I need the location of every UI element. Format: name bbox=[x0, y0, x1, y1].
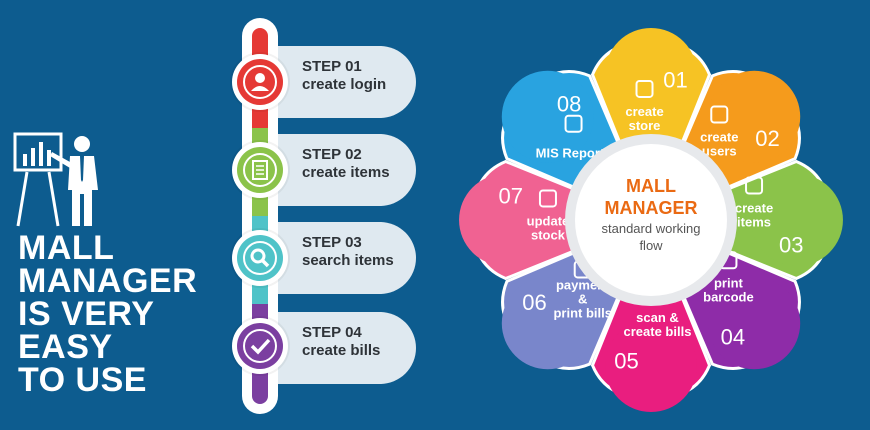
segment-label: items bbox=[737, 215, 771, 230]
segment-number: 06 bbox=[522, 290, 546, 315]
headline-line: IS VERY bbox=[18, 295, 155, 333]
segment-number: 07 bbox=[498, 184, 522, 209]
segment-number: 01 bbox=[663, 68, 687, 93]
search-icon bbox=[243, 241, 277, 275]
headline-line: MANAGER bbox=[18, 262, 198, 300]
user-icon bbox=[243, 65, 277, 99]
step-card-04: STEP 04 create bills bbox=[278, 312, 416, 384]
segment-label: stock bbox=[531, 227, 566, 242]
segment-lobe bbox=[708, 277, 801, 370]
step-label: create login bbox=[302, 76, 387, 93]
step-icon-02 bbox=[232, 142, 288, 198]
segment-label: update bbox=[527, 213, 570, 228]
segment-number: 08 bbox=[557, 91, 581, 116]
segment-label: scan & bbox=[636, 310, 679, 325]
step-icon-04 bbox=[232, 318, 288, 374]
segment-label: create bbox=[700, 130, 738, 145]
center-subtitle: flow bbox=[639, 238, 663, 253]
chart-icon bbox=[564, 114, 583, 133]
notepad-icon bbox=[243, 153, 277, 187]
step-title: STEP 02 bbox=[302, 146, 362, 163]
center-title: MALL bbox=[626, 176, 676, 196]
center-subtitle: standard working bbox=[602, 221, 701, 236]
notepad-icon bbox=[745, 176, 764, 195]
segment-lobe bbox=[501, 70, 594, 163]
step-label: create items bbox=[302, 164, 390, 181]
segment-label: print bbox=[714, 275, 744, 290]
segment-lobe bbox=[750, 174, 843, 266]
presenter-icon bbox=[13, 132, 98, 227]
step-title: STEP 01 bbox=[302, 58, 362, 75]
headline: MALL MANAGER IS VERY EASY TO USE bbox=[18, 229, 198, 399]
checkmark-icon bbox=[538, 189, 557, 208]
headline-line: EASY bbox=[18, 328, 113, 366]
headline-line: MALL bbox=[18, 229, 115, 267]
segment-lobe bbox=[605, 319, 697, 412]
segment-number: 05 bbox=[614, 348, 638, 373]
step-title: STEP 03 bbox=[302, 234, 362, 251]
segment-label: & bbox=[578, 291, 587, 306]
building-icon bbox=[635, 79, 654, 98]
step-icon-01 bbox=[232, 54, 288, 110]
segment-lobe bbox=[459, 174, 552, 266]
step-label: create bills bbox=[302, 342, 381, 359]
wheel-center-disc bbox=[575, 144, 727, 296]
step-label: search items bbox=[302, 252, 394, 269]
segment-lobe bbox=[605, 28, 697, 121]
segment-lobe bbox=[501, 277, 594, 370]
user-icon bbox=[710, 105, 729, 124]
segment-label: create bills bbox=[624, 324, 692, 339]
segment-number: 03 bbox=[779, 232, 803, 257]
step-card-02: STEP 02 create items bbox=[278, 134, 416, 206]
segment-label: create bbox=[625, 104, 663, 119]
step-card-01: STEP 01 create login bbox=[278, 46, 416, 118]
segment-number: 02 bbox=[755, 126, 779, 151]
segment-label: store bbox=[629, 118, 661, 133]
segment-label: create bbox=[735, 201, 773, 216]
center-title: MANAGER bbox=[605, 198, 698, 218]
step-icon-03 bbox=[232, 230, 288, 286]
step-title: STEP 04 bbox=[302, 324, 362, 341]
segment-label: barcode bbox=[703, 289, 754, 304]
step-card-03: STEP 03 search items bbox=[278, 222, 416, 294]
headline-line: TO USE bbox=[18, 361, 147, 399]
segment-label: users bbox=[702, 144, 737, 159]
segment-lobe bbox=[708, 70, 801, 163]
wheel-segment-05: 05 scan &create bills bbox=[590, 268, 712, 412]
segment-number: 04 bbox=[721, 325, 745, 350]
segment-label: print bills bbox=[553, 305, 612, 320]
checkmark-icon bbox=[243, 329, 277, 363]
